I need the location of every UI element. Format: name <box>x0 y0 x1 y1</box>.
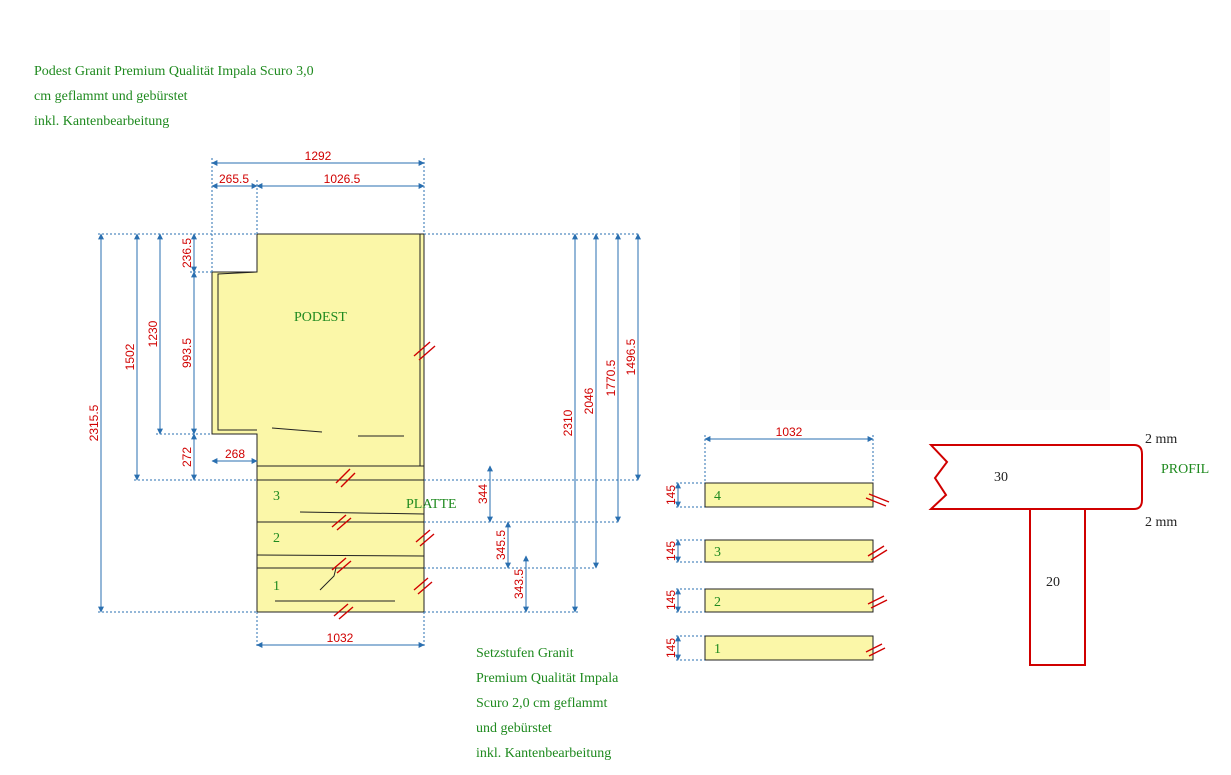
dim-1496-5: 1496.5 <box>624 338 638 375</box>
podest-description: Podest Granit Premium Qualität Impala Sc… <box>34 64 314 129</box>
riser-number: 3 <box>714 545 721 560</box>
riser-number: 2 <box>714 595 721 610</box>
plan-view: PODEST PLATTE 3 2 1 1292 265.5 1026.5 <box>87 149 641 648</box>
dim-2046: 2046 <box>582 387 596 414</box>
profile-label: PROFIL <box>1161 462 1209 477</box>
profile-gap-top: 2 mm <box>1145 432 1177 447</box>
setzstufen-description: Setzstufen Granit Premium Qualität Impal… <box>476 646 619 761</box>
dim-1770-5: 1770.5 <box>604 359 618 396</box>
dim-1026-5: 1026.5 <box>324 172 361 186</box>
step-label-1: 1 <box>273 579 280 594</box>
dim-236-5: 236.5 <box>180 238 194 268</box>
riser-number: 4 <box>714 489 721 504</box>
riser-4: 4 145 <box>664 482 890 508</box>
right-dimensions: 2310 2046 1770.5 1496.5 344 345.5 343.5 <box>424 233 641 613</box>
dim-1502: 1502 <box>123 343 137 370</box>
riser-number: 1 <box>714 642 721 657</box>
faded-background-region <box>740 10 1110 410</box>
step-2-slab <box>256 521 425 569</box>
riser-1: 1 145 <box>664 635 886 661</box>
profile-tread-outline <box>928 444 1143 510</box>
bottom-dimension: 1032 <box>256 612 425 648</box>
dim-2315-5: 2315.5 <box>87 404 101 441</box>
podest-label: PODEST <box>294 310 347 325</box>
profile-view: 30 20 2 mm 2 mm PROFIL <box>928 432 1209 666</box>
dim-riser-width: 1032 <box>776 425 803 439</box>
profile-20: 20 <box>1046 575 1060 590</box>
left-dimensions: 2315.5 1502 1230 236.5 993.5 272 268 <box>87 233 258 613</box>
risers-view: 1032 4 145 3 145 2 145 1 <box>664 425 890 661</box>
riser-height: 145 <box>664 638 678 658</box>
dim-1292: 1292 <box>305 149 332 163</box>
dim-343-5: 343.5 <box>512 569 526 599</box>
dim-345-5: 345.5 <box>494 530 508 560</box>
riser-2: 2 145 <box>664 588 888 613</box>
platte-label: PLATTE <box>406 497 457 512</box>
dim-272: 272 <box>180 447 194 467</box>
riser-height: 145 <box>664 590 678 610</box>
podest-slab <box>211 233 425 467</box>
dim-344: 344 <box>476 484 490 504</box>
step-1-slab <box>256 567 425 613</box>
profile-gap-bottom: 2 mm <box>1145 515 1177 530</box>
step-label-2: 2 <box>273 531 280 546</box>
dim-265-5: 265.5 <box>219 172 249 186</box>
dim-993-5: 993.5 <box>180 338 194 368</box>
break-hatch-marks <box>331 341 436 620</box>
riser-3: 3 145 <box>664 539 888 563</box>
riser-height: 145 <box>664 485 678 505</box>
podest-inner-line <box>217 271 258 431</box>
dim-268: 268 <box>225 447 245 461</box>
step-label-3: 3 <box>273 489 280 504</box>
dim-2310: 2310 <box>561 409 575 436</box>
riser-height: 145 <box>664 541 678 561</box>
top-dimensions: 1292 265.5 1026.5 <box>211 149 425 272</box>
dim-1230: 1230 <box>146 320 160 347</box>
profile-30: 30 <box>994 470 1008 485</box>
dim-1032-bottom: 1032 <box>327 631 354 645</box>
profile-riser-outline <box>1029 508 1086 666</box>
